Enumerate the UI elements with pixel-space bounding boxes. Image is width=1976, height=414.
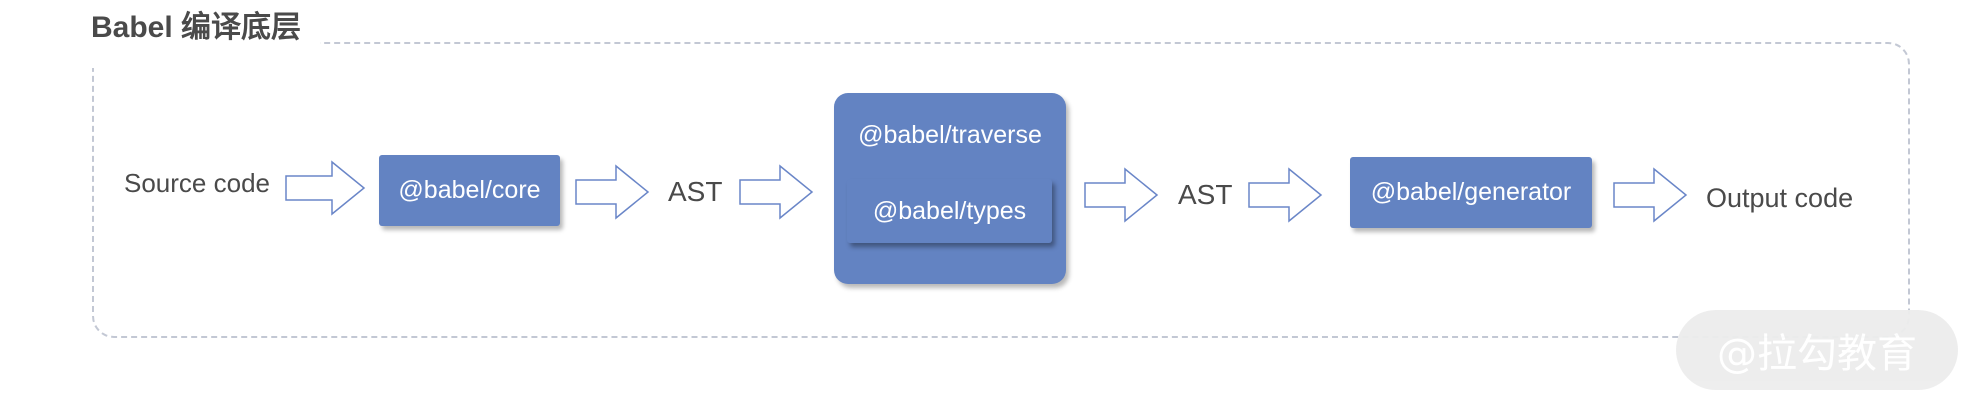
babel-frame <box>92 42 1910 338</box>
arrow-right-icon <box>285 160 366 216</box>
diagram-title: Babel 编译底层 <box>91 11 302 44</box>
ast-label-2: AST <box>1178 179 1233 210</box>
output-code-label: Output code <box>1706 183 1854 213</box>
babel-core-box: @babel/core <box>379 155 560 226</box>
source-code-label: Source code <box>124 168 270 198</box>
babel-types-box: @babel/types <box>847 179 1052 243</box>
babel-traverse-label: @babel/traverse <box>858 121 1042 149</box>
arrow-right-icon <box>739 164 814 220</box>
arrow-right-icon <box>1613 167 1688 223</box>
arrow-right-icon <box>1248 167 1323 223</box>
watermark-badge: @拉勾教育 <box>1676 310 1958 390</box>
babel-generator-box: @babel/generator <box>1350 157 1592 228</box>
babel-traverse-box: @babel/traverse @babel/types <box>834 93 1066 284</box>
title-background <box>86 8 320 68</box>
arrow-right-icon <box>575 164 650 220</box>
arrow-right-icon <box>1084 167 1159 223</box>
ast-label-1: AST <box>668 176 723 207</box>
